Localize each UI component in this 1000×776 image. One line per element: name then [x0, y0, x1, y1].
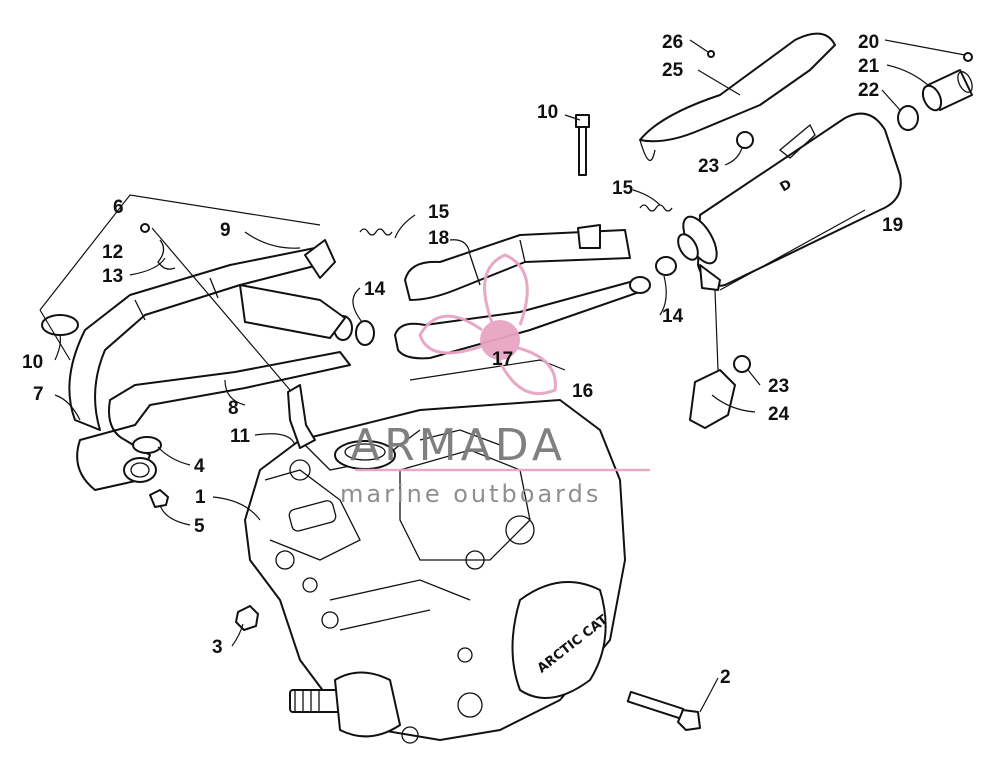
shield-screw — [707, 50, 715, 58]
callout-14-right: 14 — [662, 306, 684, 327]
callout-17: 17 — [492, 349, 513, 370]
flange-nut — [149, 489, 169, 508]
callout-25: 25 — [662, 60, 684, 81]
muffler-inlet-gasket — [677, 233, 699, 261]
grommet-upper — [736, 131, 754, 149]
watermark-propeller-icon — [418, 253, 557, 396]
callout-16: 16 — [572, 381, 593, 402]
engine-assembly: ARCTIC CAT — [244, 399, 626, 744]
callout-9: 9 — [220, 220, 231, 241]
spring-left — [359, 228, 393, 236]
watermark-tagline: marine outboards — [340, 480, 601, 508]
stud-upper — [575, 114, 590, 176]
muffler-bracket — [689, 369, 736, 429]
callout-6: 6 — [113, 197, 124, 218]
callout-8: 8 — [228, 398, 239, 419]
callout-15-right: 15 — [612, 178, 634, 199]
callout-1: 1 — [195, 487, 206, 508]
callout-10-upper: 10 — [537, 102, 558, 123]
header-heat-shield — [304, 239, 336, 279]
arrestor-gasket — [897, 105, 919, 131]
muffler: D — [682, 112, 902, 291]
callout-7: 7 — [33, 384, 44, 405]
spark-arrestor — [921, 69, 973, 112]
callout-13: 13 — [102, 266, 123, 287]
watermark: ARMADA marine outboards — [340, 253, 650, 508]
callout-12: 12 — [102, 242, 123, 263]
callout-26: 26 — [662, 32, 683, 53]
callout-19: 19 — [882, 215, 903, 236]
callout-22: 22 — [858, 80, 879, 101]
mounting-bolt — [626, 690, 701, 731]
mount-nut — [235, 605, 259, 631]
arrestor-screw — [963, 52, 973, 62]
callout-4: 4 — [194, 456, 205, 477]
muffler-heat-shield — [639, 32, 836, 143]
callout-21: 21 — [858, 56, 880, 77]
callout-15-left: 15 — [428, 202, 450, 223]
exhaust-gasket — [132, 436, 162, 454]
clamp-left — [41, 314, 79, 336]
callout-10-left: 10 — [22, 352, 43, 373]
mount-bracket — [287, 384, 316, 449]
callout-14-left: 14 — [364, 279, 386, 300]
callout-labels: 1 2 3 4 5 6 7 8 9 10 10 11 12 13 14 14 1… — [22, 32, 903, 688]
gasket-right — [655, 256, 677, 276]
watermark-brand: ARMADA — [350, 420, 566, 471]
leader-lines — [39, 39, 966, 713]
gasket-left — [355, 320, 375, 346]
screw — [140, 223, 150, 233]
spring-right — [639, 204, 673, 212]
callout-11: 11 — [230, 426, 251, 447]
callout-24: 24 — [768, 404, 790, 425]
callout-23-lower: 23 — [768, 376, 789, 397]
callout-20: 20 — [858, 32, 879, 53]
callout-18: 18 — [428, 228, 449, 249]
callout-5: 5 — [194, 516, 205, 537]
callout-3: 3 — [212, 637, 223, 658]
callout-23-upper: 23 — [698, 156, 719, 177]
grommet-lower — [733, 355, 751, 373]
callout-2: 2 — [720, 667, 731, 688]
hanger-clip — [157, 239, 176, 270]
